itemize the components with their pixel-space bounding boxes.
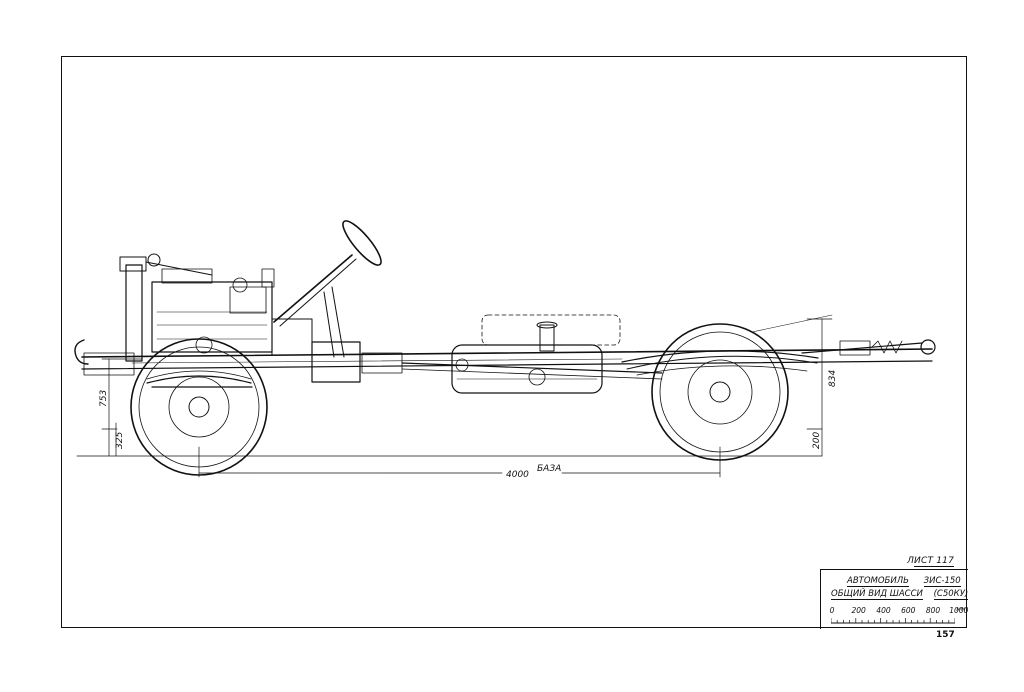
scale-unit-label: мм: [956, 606, 966, 613]
sheet-number-label: ЛИСТ 117: [907, 556, 954, 566]
scale-tick-label: 800: [925, 606, 941, 615]
scale-bar: [831, 618, 955, 624]
title-line-view: ОБЩИЙ ВИД ШАССИ (С50КУ): [831, 589, 969, 600]
fuel-tank: [451, 314, 621, 394]
title-block: АВТОМОБИЛЬ ЗИС-150 ОБЩИЙ ВИД ШАССИ (С50К…: [820, 569, 968, 629]
wheelbase-dimension: 4000 БАЗА: [198, 446, 721, 480]
scale-tick-label: 1000: [949, 606, 969, 615]
page-number: 157: [936, 630, 955, 640]
front-wheel: [130, 338, 268, 476]
scale-tick-label: 600: [901, 606, 916, 615]
chassis-frame: [74, 339, 933, 376]
wheelbase-name-label: БАЗА: [537, 464, 561, 474]
steering-assembly: [273, 220, 382, 358]
vehicle-model: ЗИС-150: [923, 576, 961, 587]
scale-tick-label: 400: [876, 606, 891, 615]
front-height-1-label: 753: [99, 390, 109, 407]
chassis-drawing: 753 325 834 200 4000 БАЗА: [74, 220, 936, 480]
front-height-2-label: 325: [115, 432, 125, 449]
vehicle-label: АВТОМОБИЛЬ: [847, 576, 909, 587]
wheelbase-value-label: 4000: [506, 470, 529, 480]
front-dimensions: 753 325: [99, 358, 143, 457]
view-label: ОБЩИЙ ВИД ШАССИ: [831, 589, 923, 600]
chassis-code: (С50КУ): [933, 589, 969, 600]
title-line-vehicle: АВТОМОБИЛЬ ЗИС-150: [847, 576, 961, 587]
rear-dimensions: 834 200: [806, 318, 838, 457]
driveline: [311, 341, 663, 383]
rear-wheel: [621, 323, 819, 461]
radiator: [119, 253, 213, 362]
scale-tick-label: 200: [851, 606, 866, 615]
rear-height-1-label: 834: [828, 370, 838, 387]
rear-height-2-label: 200: [812, 432, 822, 449]
drawing-sheet: 753 325 834 200 4000 БАЗА ЛИСТ 117 АВТОМ…: [61, 56, 968, 629]
engine: [151, 268, 313, 356]
scale-tick-label: 0: [829, 606, 835, 615]
